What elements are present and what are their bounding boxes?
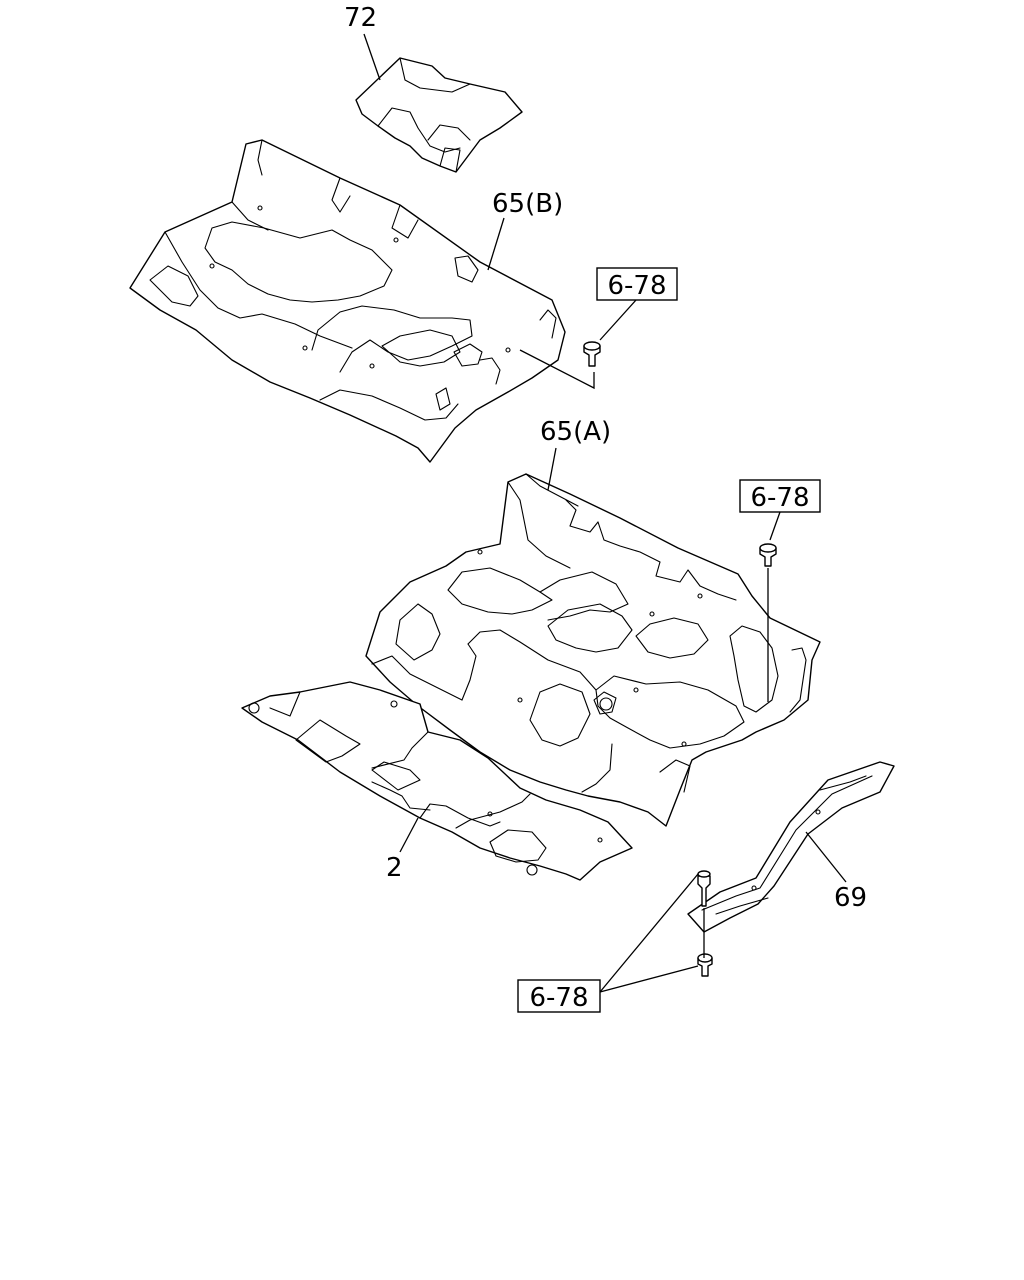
reference-box-middle: 6-78 xyxy=(739,479,821,513)
clip-fasteners xyxy=(583,341,777,977)
reference-box-upper: 6-78 xyxy=(596,267,678,301)
sill-plate-69 xyxy=(687,761,895,933)
insulator-2 xyxy=(241,681,633,881)
reference-upper-text: 6-78 xyxy=(607,271,666,301)
reference-box-lower: 6-78 xyxy=(517,979,601,1013)
insulator-72 xyxy=(355,57,523,173)
carpet-65b xyxy=(129,139,566,463)
label-part-72: 72 xyxy=(344,3,377,33)
reference-middle-text: 6-78 xyxy=(750,483,809,513)
label-part-2: 2 xyxy=(386,853,403,883)
screw-lower xyxy=(697,870,711,907)
clip-upper xyxy=(583,341,601,367)
clip-middle xyxy=(759,543,777,567)
leader-lines xyxy=(363,33,847,993)
reference-lower-text: 6-78 xyxy=(529,983,588,1013)
label-part-65b: 65(B) xyxy=(492,189,563,219)
label-part-69: 69 xyxy=(834,883,867,913)
label-part-65a: 65(A) xyxy=(540,417,611,447)
carpet-65a xyxy=(365,473,821,827)
clip-lower xyxy=(697,953,713,977)
